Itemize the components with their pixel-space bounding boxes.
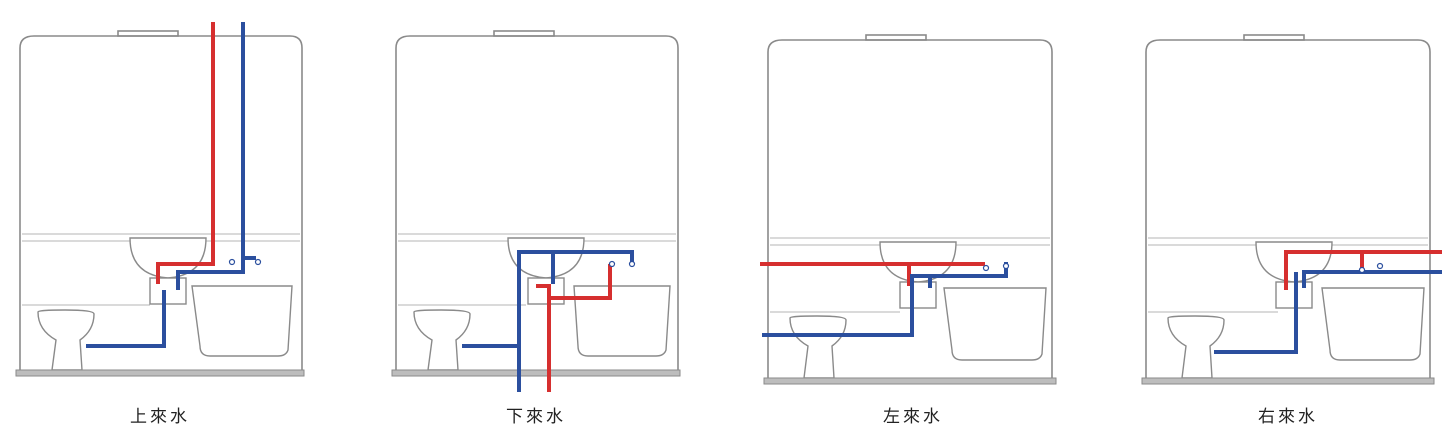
valve-icon [608, 260, 616, 268]
cold-water-pipe [1214, 270, 1442, 354]
valve-icon [1358, 266, 1366, 274]
sink-pedestal [149, 277, 187, 305]
floor-base [391, 369, 681, 377]
hot-water-pipe [536, 264, 612, 392]
bathtub [1321, 287, 1425, 361]
toilet [413, 309, 471, 371]
bathtub [573, 285, 671, 357]
roof-vent [1243, 34, 1305, 41]
bathtub [943, 287, 1047, 361]
toilet [1167, 315, 1225, 379]
caption-left-supply: 左來水 [883, 407, 943, 427]
hot-water-pipe [156, 22, 215, 284]
floor-base [15, 369, 305, 377]
floor-base [1141, 377, 1435, 385]
bathroom-unit-bottom-supply [391, 30, 681, 392]
floor-base [763, 377, 1057, 385]
valve-icon [1002, 262, 1010, 270]
caption-top-supply: 上來水 [130, 407, 190, 427]
caption-bottom-supply: 下來水 [506, 407, 566, 427]
bathroom-unit-right-supply [1141, 34, 1442, 385]
roof-vent [117, 30, 179, 37]
toilet [789, 315, 847, 379]
valve-icon [228, 258, 236, 266]
caption-right-supply: 右來水 [1258, 407, 1318, 427]
valve-icon [982, 264, 990, 272]
bathroom-unit-top-supply [15, 22, 305, 377]
bathroom-unit-left-supply [760, 34, 1057, 385]
cold-water-pipe [762, 262, 1008, 337]
sink-pedestal [527, 277, 565, 305]
valve-icon [628, 260, 636, 268]
valve-icon [1376, 262, 1384, 270]
cold-water-pipe [86, 22, 245, 348]
toilet [37, 309, 95, 371]
roof-vent [493, 30, 555, 37]
hot-water-pipe [1284, 250, 1442, 290]
cold-water-pipe [462, 250, 634, 392]
hot-water-pipe [760, 262, 985, 286]
roof-vent [865, 34, 927, 41]
bathtub [191, 285, 293, 357]
valve-icon [254, 258, 262, 266]
